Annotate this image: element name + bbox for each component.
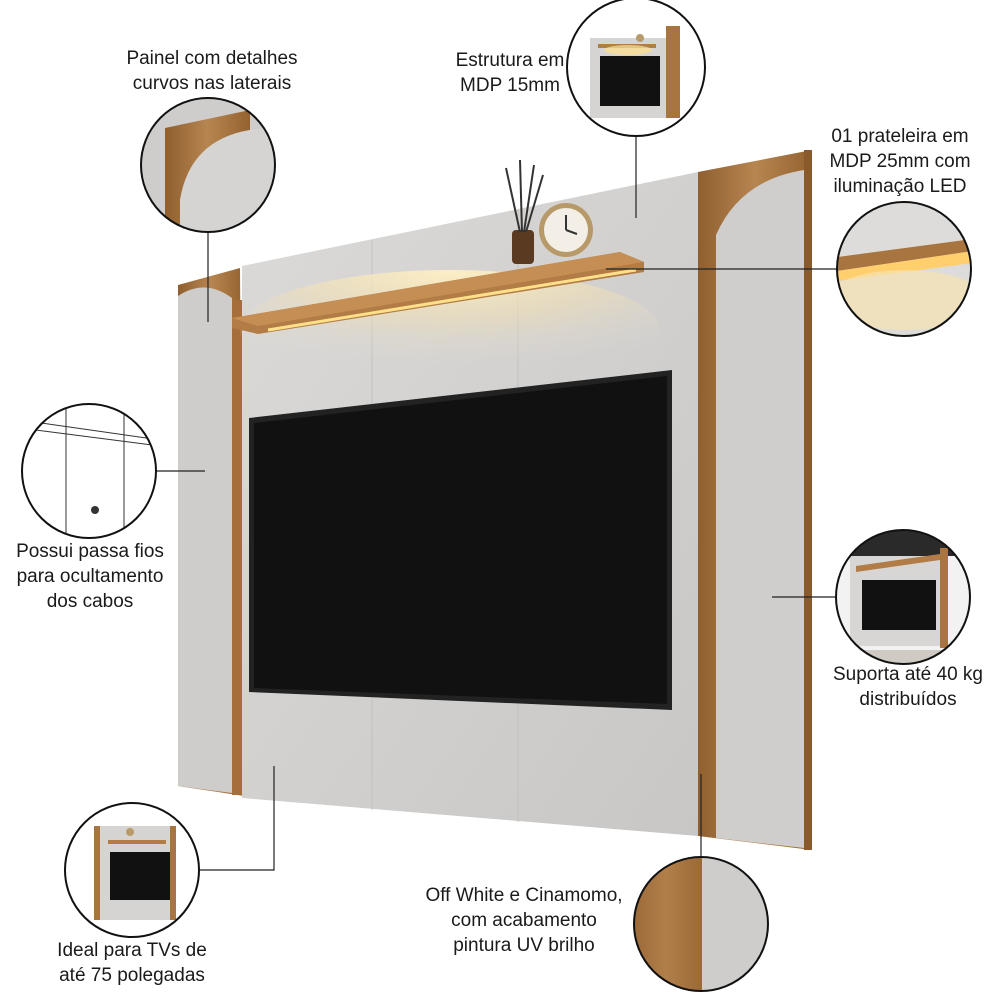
right-side-panel	[716, 170, 804, 848]
label-led-shelf: 01 prateleira em MDP 25mm com iluminação…	[829, 126, 971, 197]
label-curved-panel: Painel com detalhes curvos nas laterais	[126, 48, 298, 94]
label-finish: Off White e Cinamomo, com acabamento pin…	[425, 885, 623, 956]
reed-diffuser	[505, 159, 544, 264]
label-tv-size: Ideal para TVs de até 75 polegadas	[57, 940, 207, 986]
detail-curved-panel	[140, 97, 276, 233]
label-structure: Estrutura em MDP 15mm	[455, 50, 565, 96]
left-side-panel	[178, 287, 232, 793]
label-cable-hole: Possui passa fios para ocultamento dos c…	[16, 541, 164, 612]
detail-cable-hole	[21, 403, 157, 539]
detail-structure	[566, 0, 706, 137]
detail-tv-size	[64, 802, 200, 938]
detail-led-shelf	[836, 201, 972, 337]
label-load-capacity: Suporta até 40 kg distribuídos	[833, 664, 983, 710]
tv-panel	[178, 150, 812, 850]
detail-load-capacity	[835, 529, 971, 665]
clock	[539, 203, 593, 257]
callout-lines	[156, 136, 837, 871]
detail-finish	[633, 856, 769, 992]
